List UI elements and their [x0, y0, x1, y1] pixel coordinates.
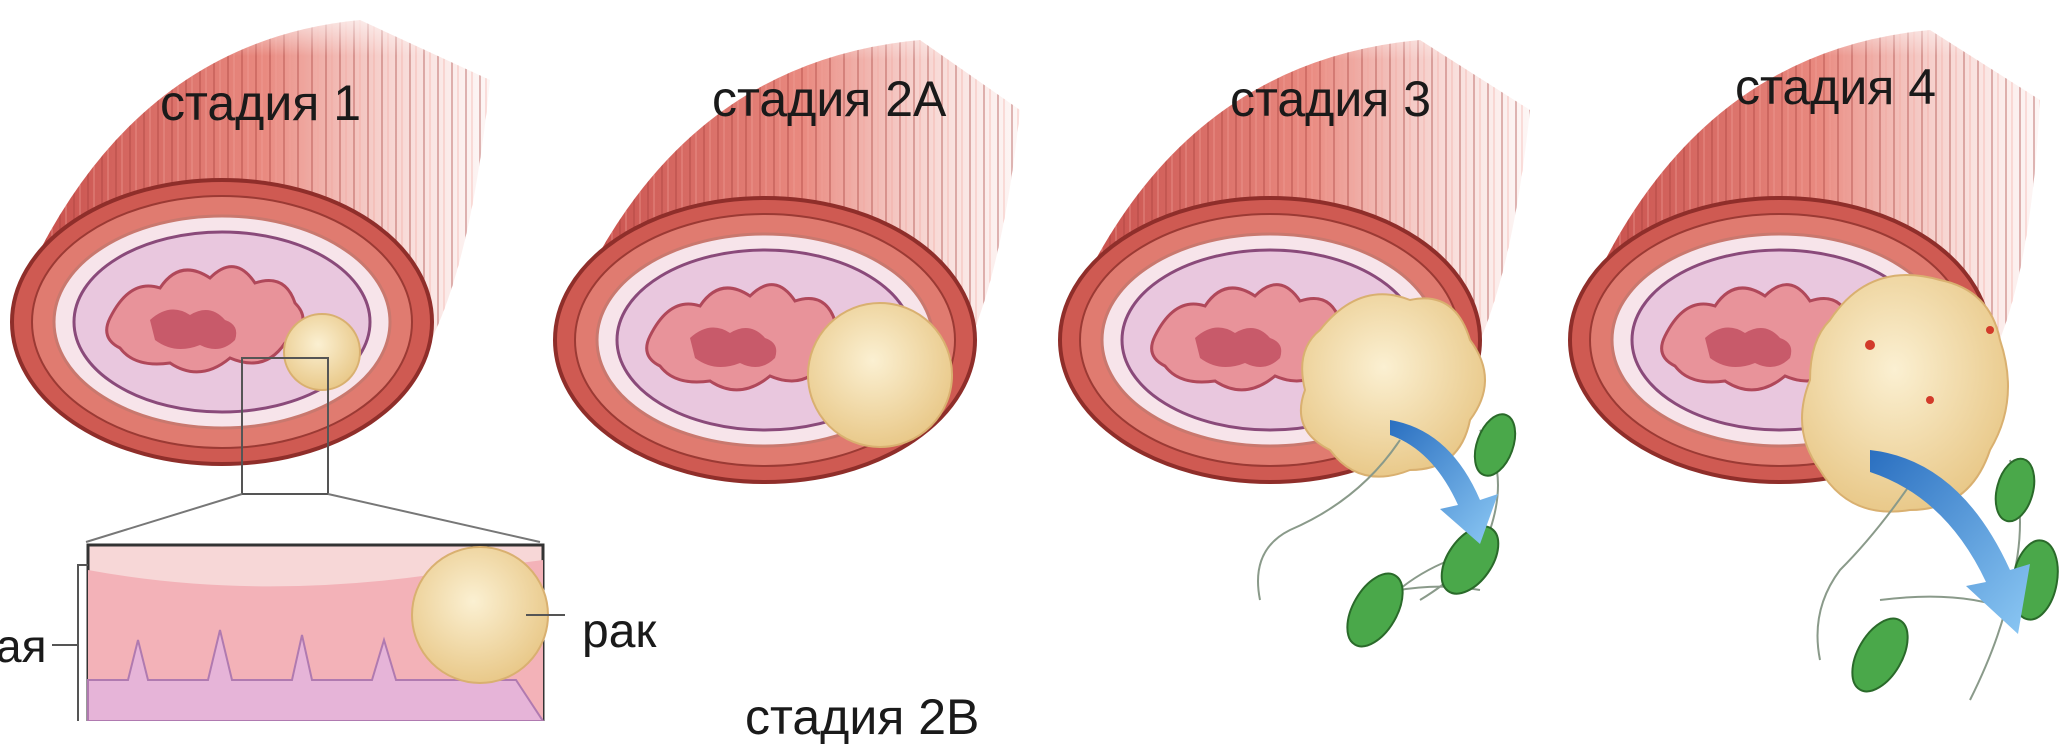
- stage-2b-label: стадия 2В: [745, 692, 979, 742]
- lymph-node: [1467, 409, 1523, 481]
- stage-3-label: стадия 3: [1230, 74, 1431, 124]
- zoom-detail-panel: [52, 545, 565, 721]
- stage-4-label: стадия 4: [1735, 62, 1936, 112]
- lymph-node: [1336, 564, 1414, 655]
- tumor: [284, 314, 360, 390]
- lymph-node: [1989, 454, 2040, 525]
- stage-1-label: стадия 1: [160, 78, 361, 128]
- tumor: [808, 303, 952, 447]
- stage-2a-label: стадия 2А: [712, 74, 946, 124]
- layer-label-fragment: ая: [0, 623, 47, 669]
- cancer-label: рак: [582, 608, 656, 656]
- lymph-node: [1841, 609, 1919, 700]
